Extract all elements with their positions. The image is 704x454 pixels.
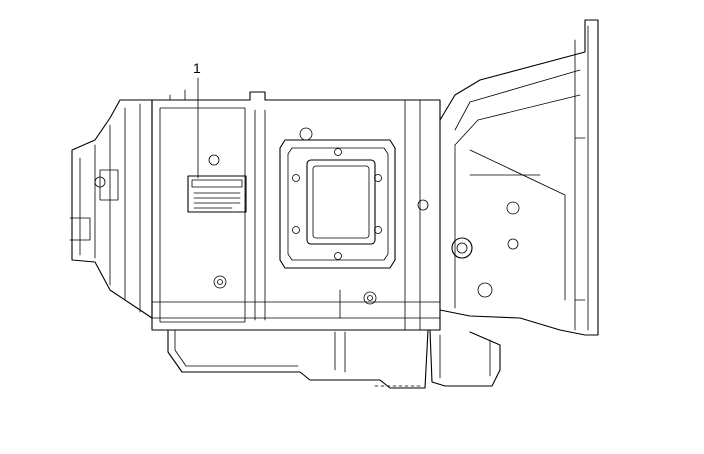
main-case bbox=[151, 89, 441, 331]
id-label-plate bbox=[187, 154, 247, 213]
extension-housing bbox=[417, 19, 599, 336]
oil-pan bbox=[167, 329, 429, 389]
rear-pan bbox=[429, 329, 501, 387]
callout-number-1: 1 bbox=[193, 60, 201, 76]
bell-housing bbox=[69, 99, 153, 319]
access-cover bbox=[279, 127, 396, 269]
